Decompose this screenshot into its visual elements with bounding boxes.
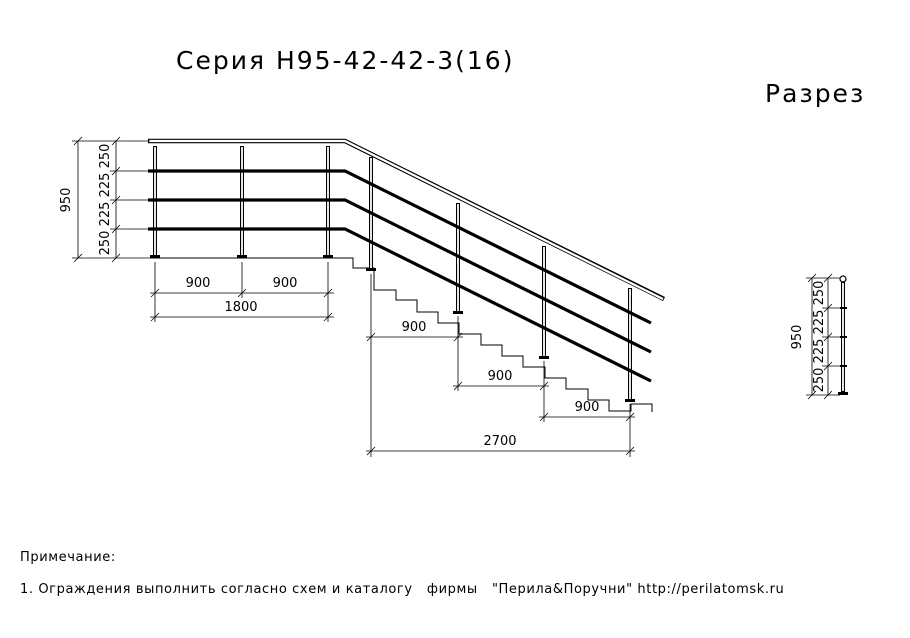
total-height-label: 950 — [59, 188, 74, 213]
stair-span-label: 900 — [402, 320, 427, 335]
landing-span-label: 900 — [273, 276, 298, 291]
rail — [148, 169, 652, 325]
stair-span-label: 900 — [575, 400, 600, 415]
handrail — [148, 138, 665, 302]
landing-dimension: 900 900 1800 — [150, 262, 334, 322]
handrail-section — [839, 275, 847, 283]
spacing-label: 225 — [98, 202, 113, 227]
rails — [148, 169, 652, 383]
rail — [148, 198, 652, 354]
spacing-label: 225 — [98, 173, 113, 198]
section-view: 950 250 225 225 250 — [790, 273, 848, 400]
landing-total-label: 1800 — [224, 300, 257, 315]
stair-total-label: 2700 — [483, 434, 516, 449]
railing-elevation: 950 250 225 225 250 900 900 1800 — [59, 136, 665, 457]
landing-span-label: 900 — [186, 276, 211, 291]
notes-heading: Примечание: — [20, 550, 116, 565]
stair-profile — [150, 257, 653, 412]
drawing-title: Серия Н95-42-42-3(16) — [176, 46, 514, 75]
section-spacing-label: 225 — [812, 339, 827, 364]
section-spacing-label: 225 — [812, 310, 827, 335]
spacing-label: 250 — [98, 231, 113, 256]
spacing-label: 250 — [98, 144, 113, 169]
section-spacing-label: 250 — [812, 281, 827, 306]
height-dimension: 950 250 225 225 250 — [59, 136, 150, 263]
stair-span-label: 900 — [488, 369, 513, 384]
base-plates — [150, 255, 635, 402]
stair-dimension: 900 900 900 2700 — [366, 274, 635, 457]
notes-item: 1. Ограждения выполнить согласно схем и … — [20, 582, 784, 597]
rail — [148, 227, 652, 383]
posts — [153, 146, 632, 400]
section-spacing-label: 250 — [812, 368, 827, 393]
section-label: Разрез — [765, 79, 865, 108]
section-total-height-label: 950 — [790, 325, 805, 350]
